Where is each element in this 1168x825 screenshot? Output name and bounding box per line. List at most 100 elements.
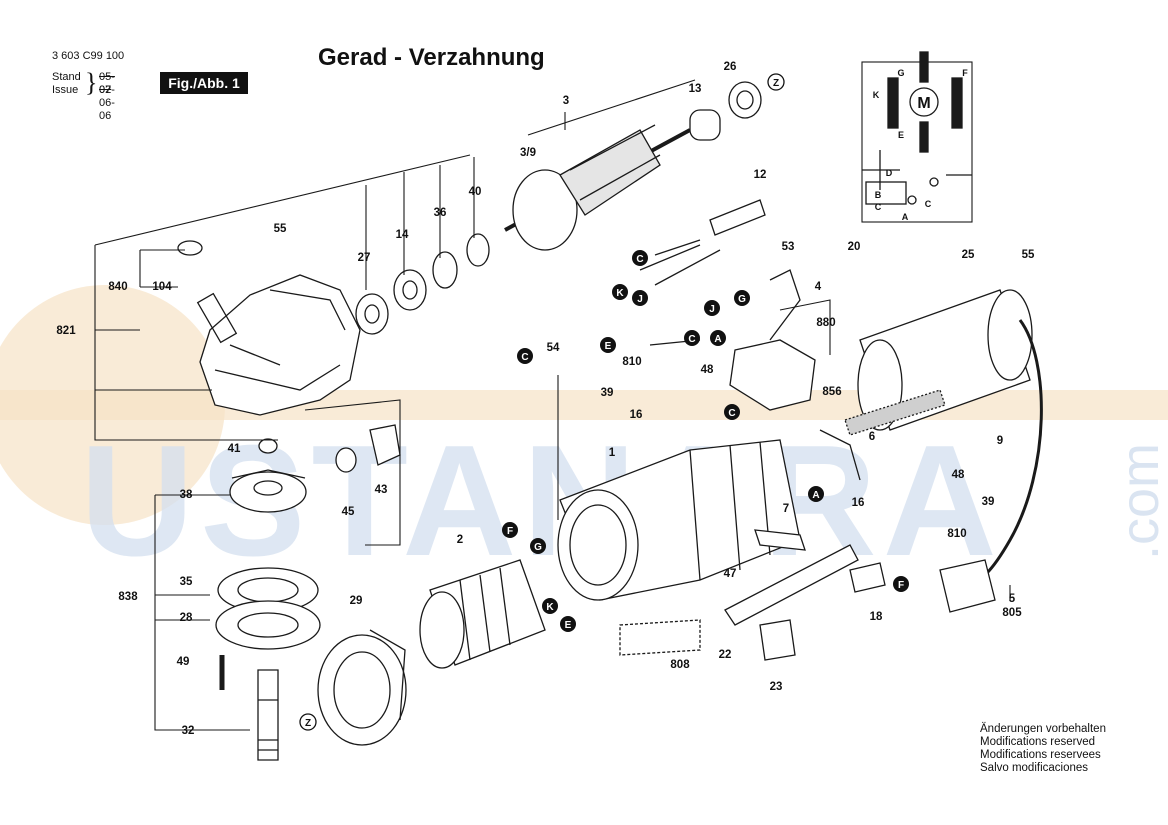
part-number-label: 43 [375, 484, 388, 496]
part-number-label: 810 [622, 356, 641, 368]
part-number-label: 36 [434, 207, 447, 219]
wiring-terminal-label: D [886, 168, 893, 178]
part-number-label: 3/9 [520, 147, 536, 159]
page-title: Gerad - Verzahnung [318, 44, 545, 71]
svg-text:Z: Z [773, 78, 779, 89]
connector-badge: G [530, 538, 546, 554]
note-line: Modifications reservees [980, 749, 1101, 761]
part-number-label: 1 [609, 447, 616, 459]
revision-block: Stand 05-02 Issue 07-06-06 } [52, 70, 115, 123]
svg-text:C: C [636, 254, 643, 265]
part-number-label: 104 [152, 281, 172, 293]
wiring-terminal-label: B [875, 190, 882, 200]
issue-value: 07-06-06 [99, 84, 115, 122]
part-number-label: 808 [670, 659, 690, 671]
stand-value: 05-02 [99, 71, 115, 96]
bearings [177, 233, 490, 473]
wiring-terminal-label: A [902, 212, 909, 222]
note-line: Salvo modificaciones [980, 762, 1089, 774]
svg-text:C: C [521, 352, 528, 363]
part-number-label: 4 [815, 281, 822, 293]
part-number-label: 41 [228, 443, 241, 455]
part-number-label: 29 [350, 595, 363, 607]
connector-badge: F [893, 576, 909, 592]
connector-badge: C [517, 348, 533, 364]
figure-label: Fig./Abb. 1 [160, 72, 248, 94]
cover-and-cord [844, 289, 1043, 613]
svg-text:A: A [812, 490, 819, 501]
part-number-label: 6 [869, 431, 875, 443]
part-number-label: 12 [754, 169, 767, 181]
svg-text:F: F [507, 526, 513, 537]
switch-assembly [639, 199, 861, 481]
svg-text:G: G [534, 542, 542, 553]
part-number-label: 45 [342, 506, 355, 518]
part-number-label: 880 [816, 317, 835, 329]
part-number-label: 35 [180, 576, 193, 588]
note-line: Änderungen vorbehalten [980, 723, 1106, 735]
part-number-label: 28 [180, 612, 193, 624]
wiring-terminal-label: G [897, 68, 904, 78]
note-line: Modifications reserved [980, 736, 1096, 748]
connector-badge: J [632, 290, 648, 306]
gear-housing [196, 274, 361, 416]
svg-text:C: C [728, 408, 735, 419]
connector-badge: Z [767, 73, 785, 91]
part-number-label: 3 [563, 95, 569, 107]
connector-badge: A [710, 330, 726, 346]
part-number-label: 13 [689, 83, 702, 95]
stand-label: Stand [52, 71, 81, 83]
part-number-label: 810 [947, 528, 966, 540]
part-number-label: 5 [1009, 593, 1016, 605]
connector-badge: C [684, 330, 700, 346]
svg-text:J: J [709, 304, 715, 315]
part-number-label: 39 [982, 496, 995, 508]
issue-label: Issue [52, 84, 79, 96]
part-number-label: 54 [547, 342, 560, 354]
connector-badge: A [808, 486, 824, 502]
part-number-label: 47 [724, 568, 737, 580]
footer-notes: Änderungen vorbehalten Modifications res… [980, 723, 1106, 775]
part-number-label: 14 [396, 229, 409, 241]
svg-text:K: K [616, 288, 624, 299]
connector-badge: C [724, 404, 740, 420]
part-number-label: 22 [719, 649, 732, 661]
connector-badge: C [632, 250, 648, 266]
svg-text:A: A [714, 334, 721, 345]
connector-badge: K [542, 598, 558, 614]
part-number-label: 55 [1022, 249, 1035, 261]
motor-symbol-label: M [917, 95, 930, 112]
part-number-label: 40 [469, 186, 482, 198]
part-number-label: 26 [724, 61, 737, 73]
connector-badge: E [560, 616, 576, 632]
watermark-suffix: .com [1110, 443, 1168, 560]
part-number-label: 18 [870, 611, 883, 623]
connector-badge: E [600, 337, 616, 353]
part-number-label: 53 [782, 241, 795, 253]
wiring-terminal-label: F [962, 68, 968, 78]
wiring-terminal-label: E [898, 130, 904, 140]
connector-badge: Z [299, 713, 317, 731]
stator [419, 559, 546, 669]
svg-text:K: K [546, 602, 554, 613]
fan-baffle [317, 629, 407, 746]
part-number-label: 23 [770, 681, 783, 693]
wiring-terminal-label: K [873, 90, 880, 100]
motor-housing [557, 439, 801, 601]
svg-text:Z: Z [305, 718, 311, 729]
svg-text:G: G [738, 294, 746, 305]
part-number-label: 20 [848, 241, 861, 253]
svg-text:C: C [688, 334, 695, 345]
part-number-label: 48 [952, 469, 965, 481]
brace-glyph: } [85, 68, 98, 97]
part-number-label: 838 [118, 591, 138, 603]
part-number-label: 48 [701, 364, 714, 376]
leader-lines [94, 79, 1011, 731]
svg-text:J: J [637, 294, 643, 305]
connector-badge: G [734, 290, 750, 306]
connector-badge: F [502, 522, 518, 538]
